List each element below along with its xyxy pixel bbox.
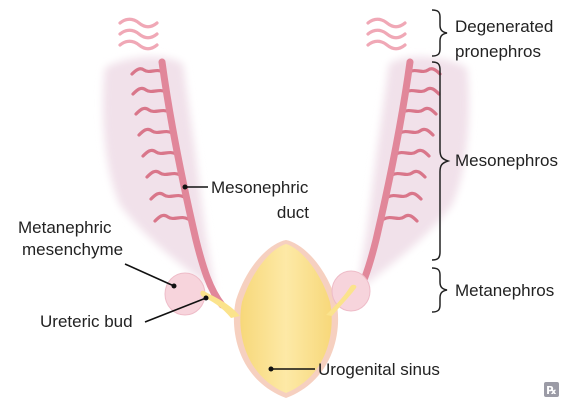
label-metanephric-mesenchyme-2: mesenchyme [22, 240, 123, 259]
rx-logo: ℞ [544, 382, 559, 397]
leader-dot-urogenital-sinus [269, 367, 274, 372]
left-metanephric-mesenchyme [165, 273, 205, 315]
svg-text:℞: ℞ [547, 384, 557, 397]
label-mesonephric-duct-1: Mesonephric [211, 178, 309, 197]
left-degenerated-pronephros [120, 19, 157, 49]
leader-dot-metanephric-mesenchyme [172, 284, 177, 289]
label-degenerated-pronephros-2: pronephros [455, 42, 541, 61]
label-mesonephric-duct-2: duct [277, 203, 309, 222]
label-mesonephros: Mesonephros [455, 151, 558, 170]
brace-degenerated-pronephros [432, 10, 447, 56]
right-degenerated-pronephros [368, 19, 405, 49]
leader-metanephric-mesenchyme [125, 264, 174, 286]
brace-metanephros [432, 268, 447, 312]
label-urogenital-sinus: Urogenital sinus [318, 360, 440, 379]
label-metanephros: Metanephros [455, 281, 554, 300]
label-degenerated-pronephros-1: Degenerated [455, 17, 553, 36]
left-ureteric-bud [200, 291, 240, 318]
label-ureteric-bud: Ureteric bud [40, 312, 133, 331]
label-metanephric-mesenchyme-1: Metanephric [18, 218, 112, 237]
leader-dot-ureteric-bud [204, 296, 209, 301]
leader-dot-mesonephric-duct [183, 185, 188, 190]
